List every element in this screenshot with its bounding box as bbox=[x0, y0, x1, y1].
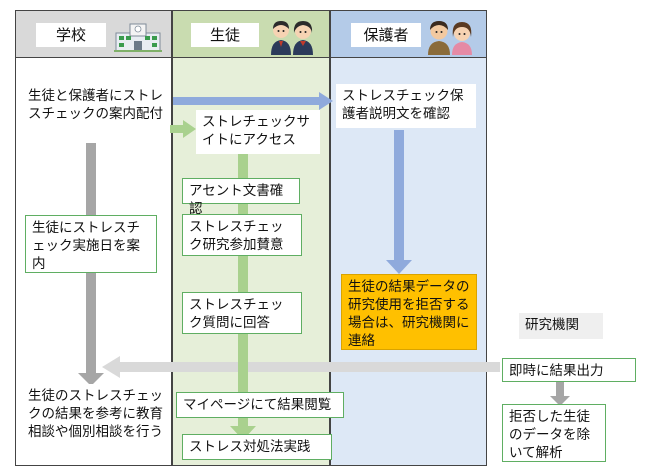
box-student-practice: ストレス対処法実践 bbox=[182, 434, 332, 460]
box-student-consent: ストレスチェック研究参加賛意 bbox=[182, 214, 302, 256]
school-flow-arrowhead bbox=[78, 373, 104, 386]
research-institution-label: 研究機関 bbox=[519, 313, 603, 339]
box-parent-refuse: 生徒の結果データの研究使用を拒否する場合は、研究機関に連絡 bbox=[341, 274, 477, 350]
box-parent-confirm: ストレスチェック保護者説明文を確認 bbox=[336, 84, 476, 128]
notice-flow-line bbox=[173, 97, 321, 105]
result-flow-line bbox=[118, 362, 500, 372]
research-flow-line bbox=[556, 382, 564, 398]
access-flow-arrowhead bbox=[183, 120, 196, 138]
students-icon bbox=[271, 21, 313, 55]
lane-header-school: 学校 bbox=[15, 10, 172, 58]
box-research-analysis: 拒否した生徒のデータを除いて解析 bbox=[502, 404, 606, 462]
lane-title-student: 生徒 bbox=[191, 23, 259, 47]
lane-body-school bbox=[15, 58, 172, 466]
student-flow-line bbox=[238, 150, 248, 428]
box-school-distribute: 生徒と保護者にストレスチェックの案内配付 bbox=[22, 84, 170, 142]
box-research-output: 即時に結果出力 bbox=[502, 358, 636, 382]
box-student-access: ストレチェックサイトにアクセス bbox=[196, 110, 320, 154]
result-flow-arrowhead bbox=[102, 356, 120, 378]
box-student-view: マイページにて結果閲覧 bbox=[176, 392, 344, 418]
box-school-use: 生徒のストレスチェックの結果を参考に教育相談や個別相談を行う bbox=[22, 384, 170, 460]
lane-body-student bbox=[172, 58, 330, 466]
access-flow-line bbox=[167, 125, 185, 133]
box-school-notify: 生徒にストレスチェック実施日を案内 bbox=[25, 215, 157, 273]
student-flow-arrowhead bbox=[230, 426, 256, 440]
box-student-assent: アセント文書確認 bbox=[182, 178, 300, 217]
notice-flow-arrowhead bbox=[319, 92, 333, 110]
lane-body-parent bbox=[330, 58, 487, 466]
lane-header-student: 生徒 bbox=[172, 10, 330, 58]
parent-flow-line bbox=[394, 130, 404, 262]
parents-icon bbox=[428, 21, 472, 55]
box-student-answer: ストレスチェック質問に回答 bbox=[182, 292, 302, 334]
lane-header-parent: 保護者 bbox=[330, 10, 487, 58]
lane-title-parent: 保護者 bbox=[351, 23, 421, 47]
school-building-icon bbox=[114, 23, 162, 52]
lane-title-school: 学校 bbox=[36, 23, 106, 47]
parent-flow-arrowhead bbox=[386, 260, 412, 274]
research-flow-arrowhead bbox=[550, 396, 570, 406]
